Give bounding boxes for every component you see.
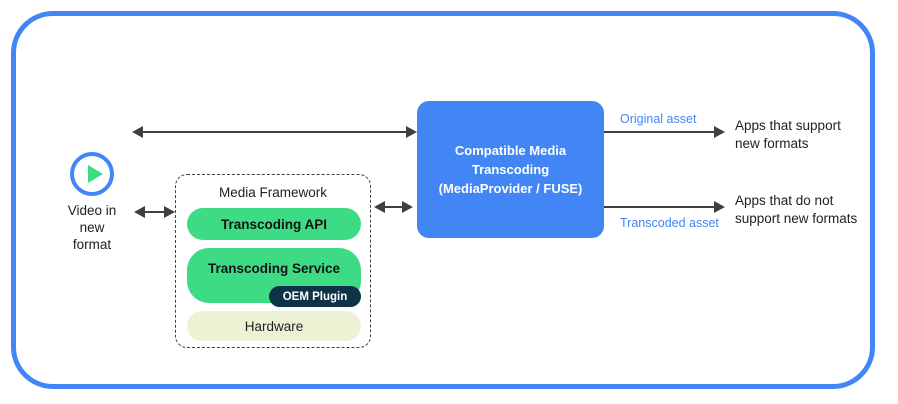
label-original-asset: Original asset <box>620 112 697 126</box>
play-circle-icon <box>70 152 114 196</box>
label-apps-support-new-formats: Apps that support new formats <box>735 117 841 153</box>
arrow-transcoded-asset-line <box>604 206 716 208</box>
apps-support-line-2: new formats <box>735 136 809 151</box>
video-caption-line-1: Video in <box>67 203 117 218</box>
layer-transcoding-api: Transcoding API <box>187 208 361 240</box>
label-transcoded-asset: Transcoded asset <box>620 216 719 230</box>
arrow-framework-transcoding-head-right <box>402 201 413 213</box>
arrow-video-transcoding-line <box>141 131 415 133</box>
compatible-media-transcoding-label: Compatible Media Transcoding (MediaProvi… <box>417 141 604 198</box>
video-caption-line-2: new <box>79 220 105 235</box>
arrow-video-framework-head-right <box>164 206 175 218</box>
arrow-video-transcoding-head-left <box>132 126 143 138</box>
label-apps-no-support-new-formats: Apps that do not support new formats <box>735 192 857 228</box>
layer-hardware: Hardware <box>187 311 361 341</box>
arrow-video-framework-head-left <box>134 206 145 218</box>
cmt-line-2: Transcoding <box>471 162 550 177</box>
video-caption-line-3: format <box>72 237 112 252</box>
video-source-caption: Video in new format <box>40 202 144 253</box>
apps-support-line-1: Apps that support <box>735 118 841 133</box>
media-framework-title: Media Framework <box>218 185 328 200</box>
arrow-video-transcoding-head-right <box>406 126 417 138</box>
badge-oem-plugin: OEM Plugin <box>269 286 361 307</box>
apps-no-support-line-1: Apps that do not <box>735 193 834 208</box>
arrow-original-asset-line <box>604 131 716 133</box>
apps-no-support-line-2: support new formats <box>735 211 858 226</box>
arrow-transcoded-asset-head <box>714 201 725 213</box>
media-framework-group: Media Framework Transcoding API Transcod… <box>175 174 371 348</box>
arrow-framework-transcoding-line <box>382 206 407 208</box>
arrow-framework-transcoding-head-left <box>374 201 385 213</box>
arrow-video-framework-line <box>142 211 170 213</box>
arrow-original-asset-head <box>714 126 725 138</box>
cmt-line-1: Compatible Media <box>454 143 567 158</box>
cmt-line-3: (MediaProvider / FUSE) <box>438 181 583 196</box>
compatible-media-transcoding-box: Compatible Media Transcoding (MediaProvi… <box>417 101 604 238</box>
play-triangle-icon <box>88 165 103 183</box>
